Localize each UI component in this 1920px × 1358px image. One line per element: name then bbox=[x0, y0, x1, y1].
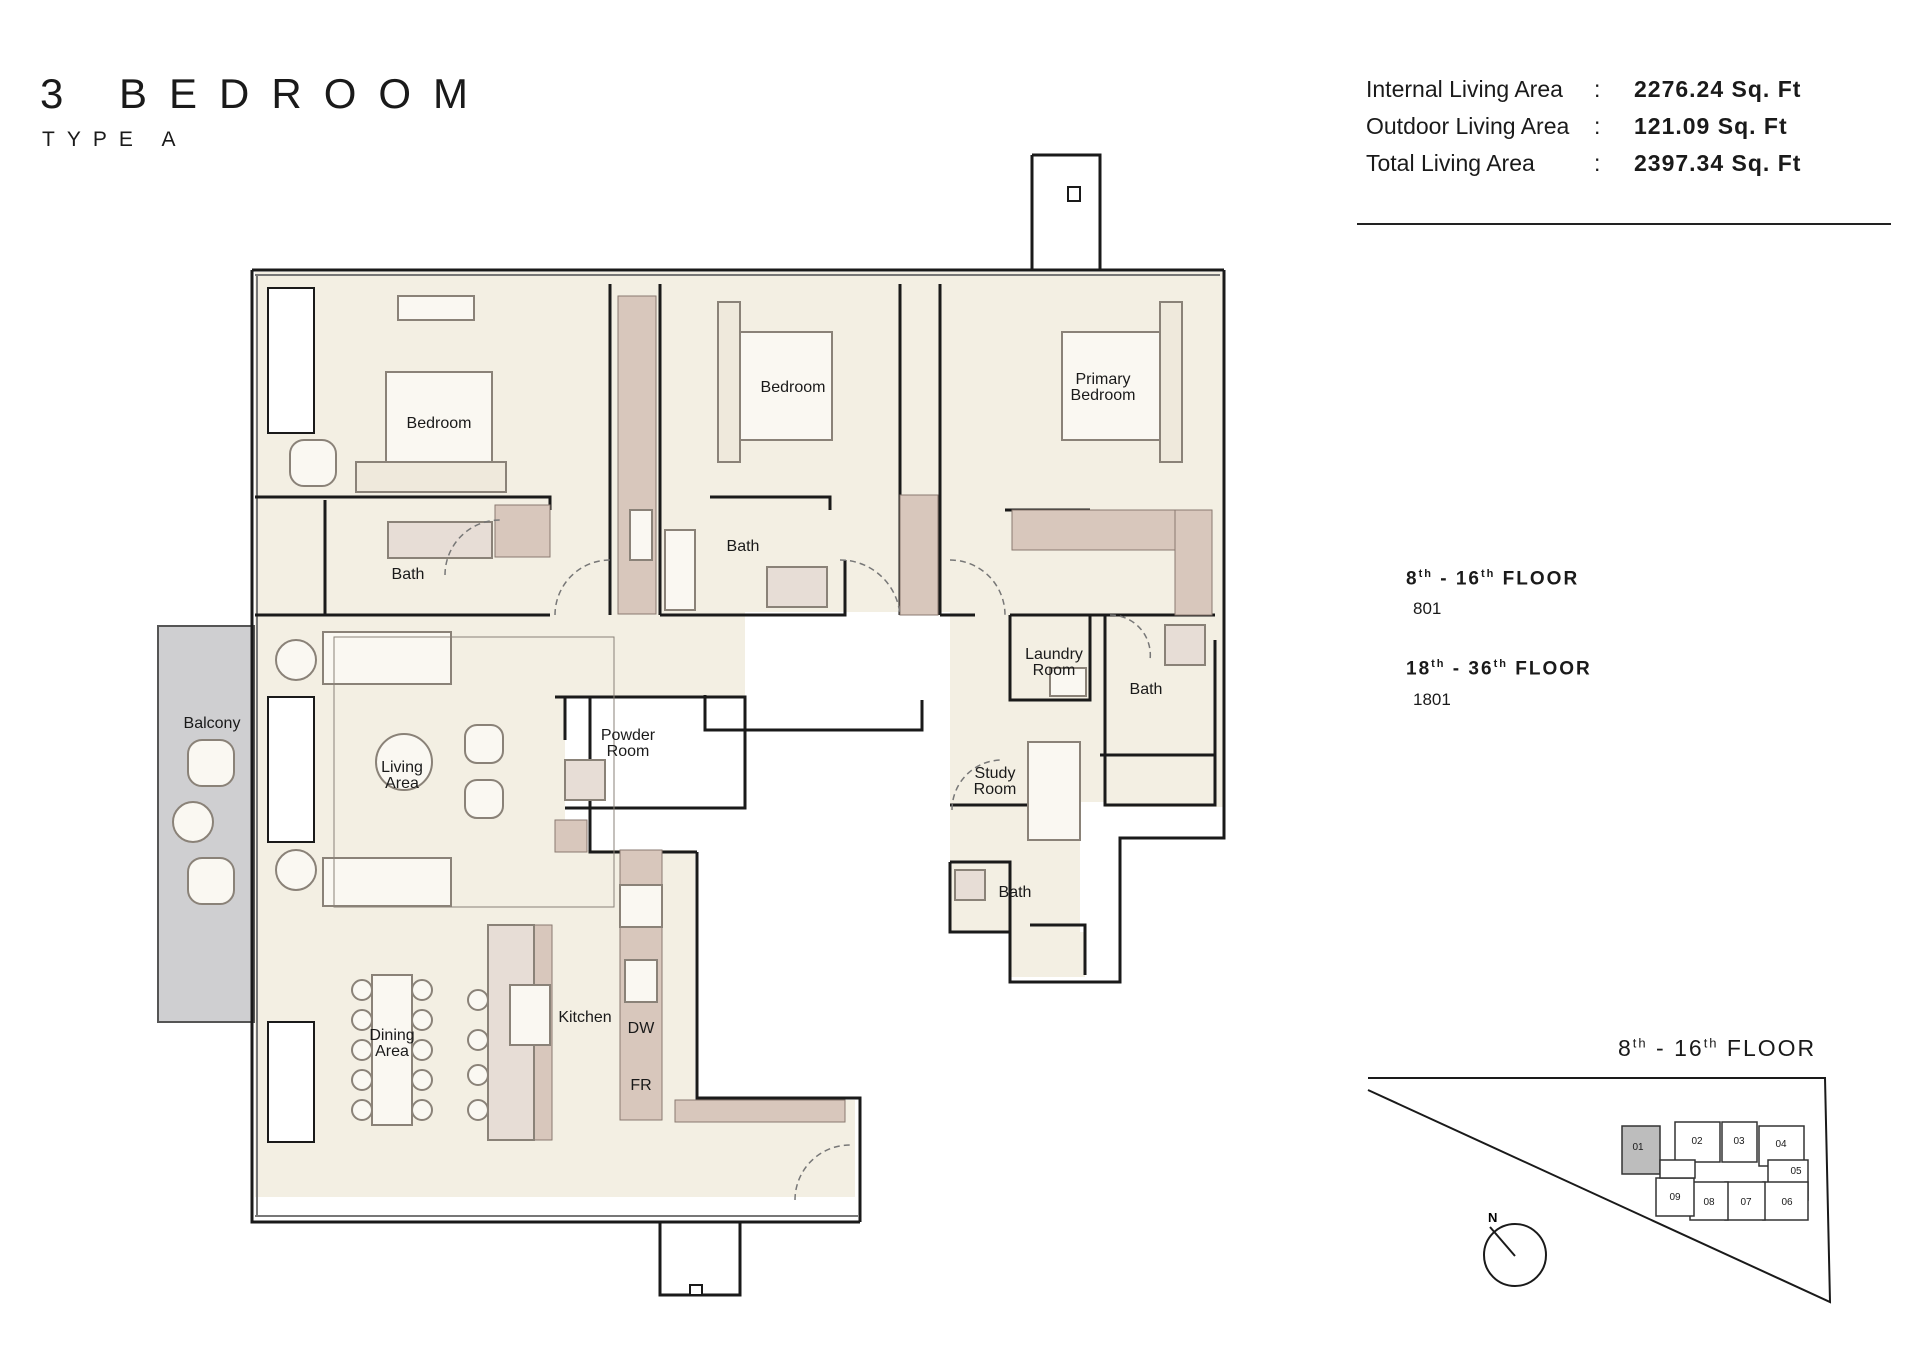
area-value: 2397.34 Sq. Ft bbox=[1634, 150, 1802, 176]
room-label-laundry: Room bbox=[1033, 662, 1076, 679]
area-label: Total Living Area bbox=[1366, 150, 1535, 176]
room-label-primary: Primary bbox=[1075, 371, 1130, 388]
key-plan-unit-label: 03 bbox=[1733, 1136, 1745, 1147]
room-label-bedroom: Bedroom bbox=[761, 379, 826, 396]
room-label-balcony: Balcony bbox=[184, 715, 241, 732]
room-label-kitchen: Kitchen bbox=[558, 1009, 611, 1026]
room-label-study: Study bbox=[975, 765, 1016, 782]
dining-furniture bbox=[351, 974, 489, 1126]
key-plan-unit-label: 01 bbox=[1632, 1142, 1644, 1153]
room-label-study: Room bbox=[974, 781, 1017, 798]
area-separator: : bbox=[1594, 113, 1601, 139]
room-label-laundry: Laundry bbox=[1025, 646, 1083, 663]
key-plan-highlight-unit bbox=[1621, 1125, 1661, 1175]
plan-subtitle: TYPE A bbox=[42, 128, 188, 151]
exterior-walls bbox=[250, 153, 1226, 1297]
duct-notch bbox=[1067, 186, 1081, 202]
room-label-dining: Dining bbox=[369, 1027, 414, 1044]
entry-notch bbox=[689, 1284, 703, 1296]
wall-panels bbox=[267, 287, 315, 1143]
room-label-living: Living bbox=[381, 759, 423, 776]
kitchen-island bbox=[487, 884, 663, 1141]
floor-range-2: 18th - 36th FLOOR bbox=[1406, 658, 1592, 680]
room-label-bath: Bath bbox=[1130, 681, 1163, 698]
key-plan-unit-label: 09 bbox=[1669, 1192, 1681, 1203]
appliance-label-dw: DW bbox=[628, 1020, 656, 1037]
door-swings bbox=[444, 519, 1152, 1201]
area-label: Internal Living Area bbox=[1366, 76, 1563, 102]
plan-title: 3 BEDROOM bbox=[40, 70, 491, 117]
floor-range-1: 8th - 16th FLOOR bbox=[1406, 568, 1580, 590]
bath-fixtures bbox=[387, 509, 1206, 901]
room-label-powder: Powder bbox=[601, 727, 656, 744]
key-plan-unit-label: 04 bbox=[1775, 1139, 1787, 1150]
room-label-bedroom: Bedroom bbox=[407, 415, 472, 432]
key-plan: 01 02 03 04 05 06 07 08 09 N bbox=[1367, 1077, 1832, 1304]
key-plan-title: 8th - 16th FLOOR bbox=[1618, 1035, 1817, 1061]
room-labels: Bedroom Bedroom Primary Bedroom Bath Bat… bbox=[184, 371, 1163, 1094]
room-label-bath: Bath bbox=[392, 566, 425, 583]
area-value: 121.09 Sq. Ft bbox=[1634, 113, 1788, 139]
area-value: 2276.24 Sq. Ft bbox=[1634, 76, 1802, 102]
area-separator: : bbox=[1594, 150, 1601, 176]
key-plan-unit-label: 08 bbox=[1703, 1197, 1715, 1208]
beds bbox=[355, 295, 1183, 841]
room-label-powder: Room bbox=[607, 743, 650, 760]
north-label: N bbox=[1488, 1210, 1497, 1225]
key-plan-unit-label: 07 bbox=[1740, 1197, 1752, 1208]
appliance-label-fr: FR bbox=[630, 1077, 651, 1094]
key-plan-unit-label: 06 bbox=[1781, 1197, 1793, 1208]
room-label-bath: Bath bbox=[727, 538, 760, 555]
area-label: Outdoor Living Area bbox=[1366, 113, 1570, 139]
area-divider bbox=[1357, 223, 1891, 225]
room-label-dining: Area bbox=[375, 1043, 409, 1060]
area-separator: : bbox=[1594, 76, 1601, 102]
key-plan-unit-label: 02 bbox=[1691, 1136, 1703, 1147]
unit-number-2: 1801 bbox=[1413, 690, 1451, 709]
key-plan-unit-label: 05 bbox=[1790, 1166, 1802, 1177]
room-label-living: Area bbox=[385, 775, 419, 792]
living-furniture bbox=[172, 439, 615, 908]
unit-number-1: 801 bbox=[1413, 599, 1442, 618]
key-plan-units bbox=[1655, 1121, 1809, 1221]
north-arrow-icon: N bbox=[1483, 1210, 1547, 1287]
window-mullions bbox=[255, 274, 1220, 1217]
room-label-bath: Bath bbox=[999, 884, 1032, 901]
room-label-primary: Bedroom bbox=[1071, 387, 1136, 404]
